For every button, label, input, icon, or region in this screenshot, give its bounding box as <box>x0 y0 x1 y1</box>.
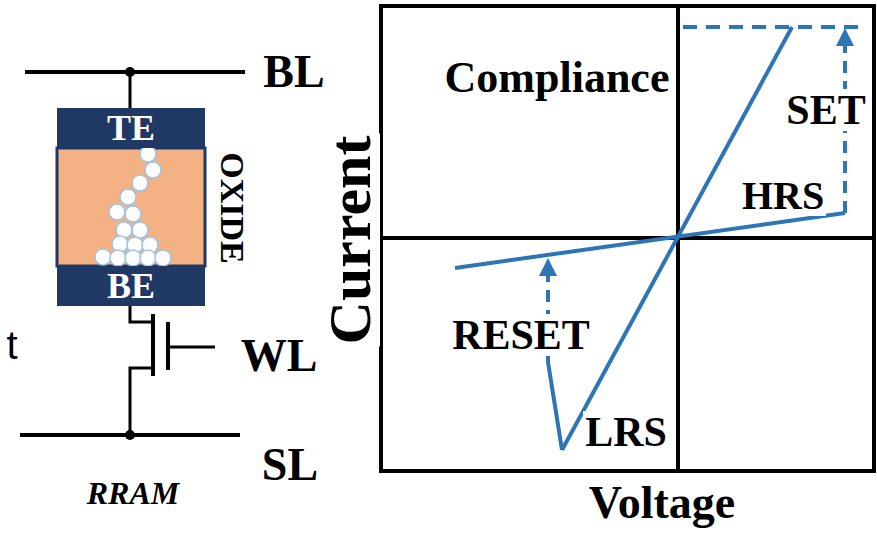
electrode-label: TE <box>107 110 155 146</box>
transistor-channel <box>151 314 155 376</box>
annotation: RESET <box>450 314 592 356</box>
vacancy-dot <box>140 250 156 266</box>
annotation: SET <box>784 89 867 131</box>
word-line <box>168 346 215 349</box>
electrode-band: BE <box>57 266 205 306</box>
vacancy-dot <box>110 250 126 266</box>
vacancy-dot <box>95 249 111 265</box>
reset-curve <box>548 362 562 450</box>
hrs-curve <box>455 213 845 268</box>
axis-title: Voltage <box>587 480 738 526</box>
wire <box>130 302 152 435</box>
vacancy-dot <box>120 189 136 205</box>
caption-text: RRAM <box>85 477 181 509</box>
electrode-label: BE <box>107 268 155 304</box>
voltage-axis <box>381 236 874 240</box>
layer-name: OXIDE <box>215 150 249 265</box>
filament <box>95 146 171 266</box>
vacancy-dot <box>132 175 148 191</box>
plot-frame <box>381 6 874 471</box>
axis-title: Current <box>320 134 380 347</box>
compliance-line <box>683 25 862 29</box>
annotation: LRS <box>583 411 669 453</box>
annotation: Compliance <box>443 56 672 100</box>
cropped-text: t <box>4 325 19 365</box>
vacancy-dot <box>125 250 141 266</box>
line-name: BL <box>261 49 326 95</box>
vacancy-dot <box>125 206 141 222</box>
line-name: WL <box>239 333 320 379</box>
line-name: SL <box>260 442 320 488</box>
vacancy-dot <box>140 146 156 162</box>
vacancy-dot <box>145 162 161 178</box>
vacancy-dot <box>155 250 171 266</box>
electrode-band: TE <box>57 108 205 148</box>
arrowhead <box>539 258 557 276</box>
annotation: HRS <box>740 176 826 216</box>
arrowhead <box>836 28 854 46</box>
junction-dot <box>125 430 135 440</box>
vacancy-dot <box>109 204 125 220</box>
vacancy-dot <box>132 222 148 238</box>
oxide-layer <box>57 148 205 266</box>
wire <box>129 72 132 110</box>
